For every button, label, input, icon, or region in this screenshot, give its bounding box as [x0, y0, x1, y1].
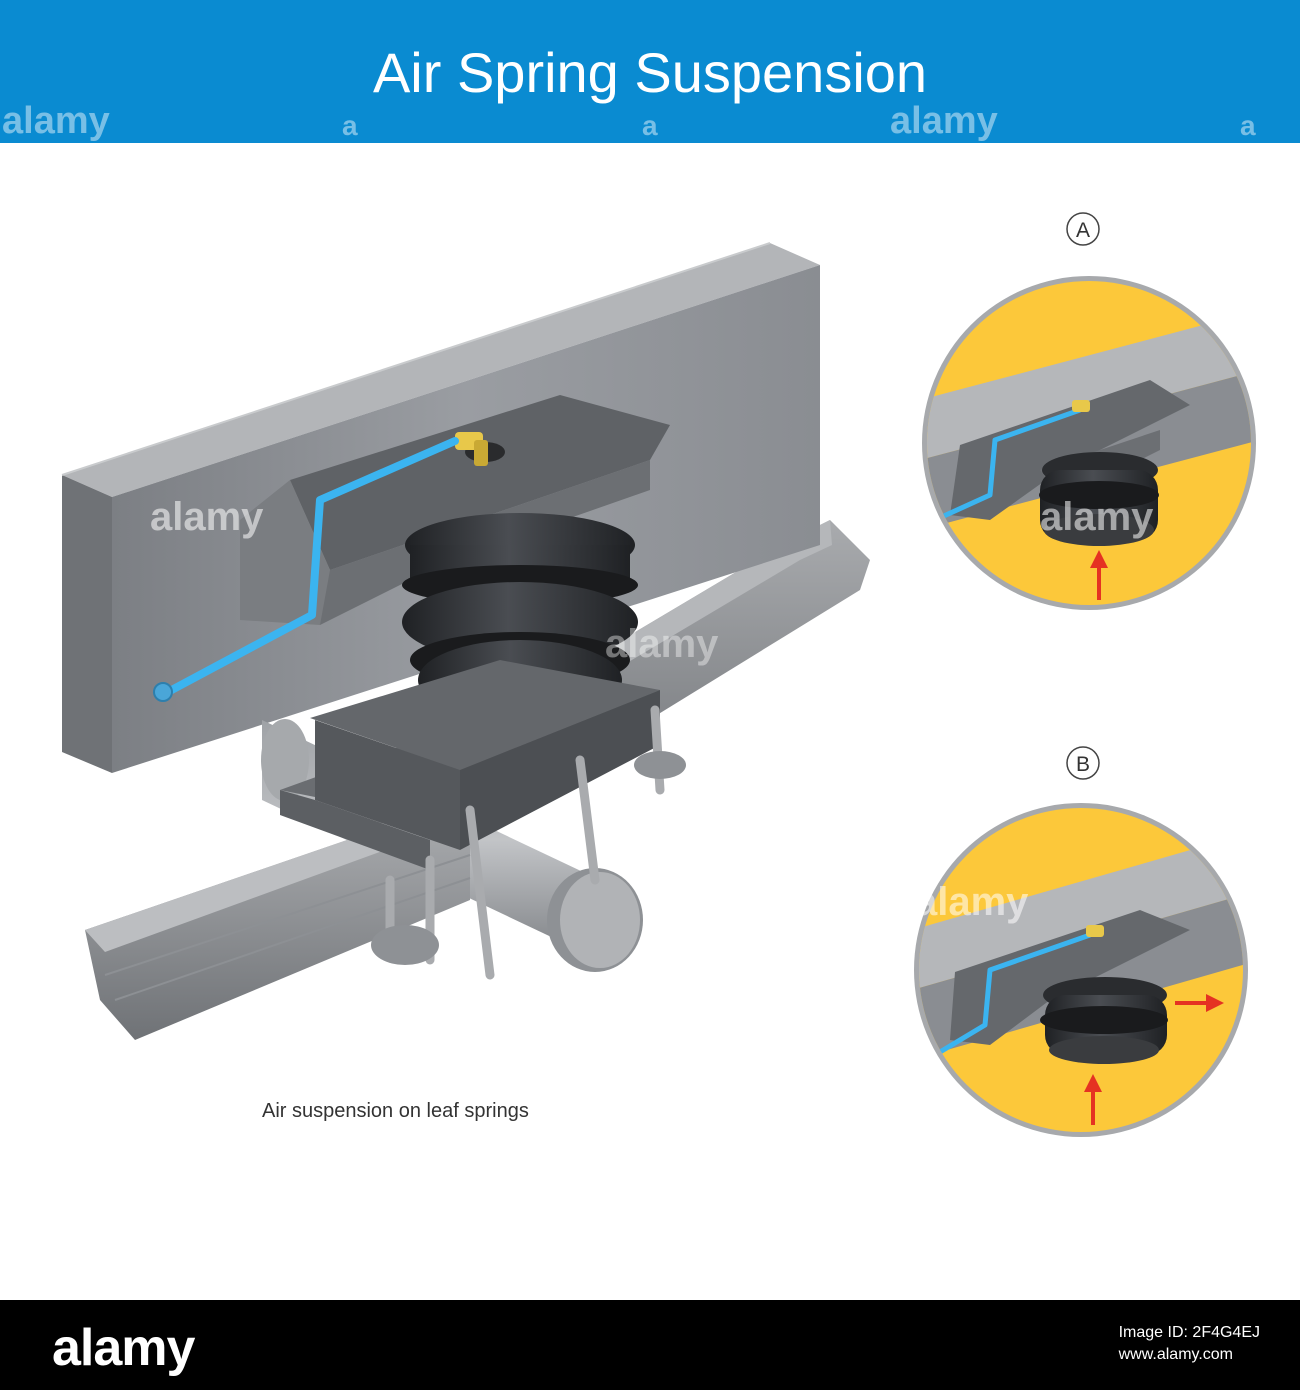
page-title: Air Spring Suspension: [372, 41, 928, 104]
main-illustration: [61, 242, 870, 1040]
up-arrow-icon: [1090, 550, 1108, 600]
watermark-text: alamy: [915, 880, 1029, 924]
up-arrow-icon: [1084, 1074, 1102, 1125]
watermark-mark: a: [642, 110, 658, 141]
watermark-text: alamy: [605, 622, 719, 666]
panel-label-b: B: [1076, 753, 1090, 776]
watermark-text: alamy: [1040, 495, 1154, 539]
leaf-spring-front: [85, 815, 471, 1040]
panel-label-a: A: [1076, 219, 1090, 242]
watermark-text: alamy: [150, 495, 264, 539]
watermark-mark: a: [1240, 110, 1256, 141]
detail-panel-b: B: [914, 746, 1248, 1137]
footer-bar: alamy Image ID: 2F4G4EJ www.alamy.com: [0, 1300, 1300, 1390]
header-banner: Air Spring Suspension alamy alamy a a a: [0, 0, 1300, 143]
watermark-text: alamy: [890, 100, 998, 142]
footer-info: Image ID: 2F4G4EJ www.alamy.com: [1119, 1322, 1260, 1366]
diagram-caption: Air suspension on leaf springs: [262, 1100, 529, 1122]
image-id-text: Image ID: 2F4G4EJ: [1118, 1324, 1260, 1341]
watermark-text: alamy: [2, 100, 110, 142]
watermark-mark: a: [342, 110, 358, 141]
right-arrow-icon: [1175, 994, 1224, 1012]
site-link[interactable]: www.alamy.com: [1118, 1346, 1233, 1363]
detail-panel-a: A: [922, 212, 1256, 610]
suspension-diagram: A B: [61, 212, 1256, 1137]
air-line: [162, 437, 459, 697]
alamy-logo: alamy: [52, 1319, 195, 1377]
lower-bracket: [280, 660, 660, 870]
